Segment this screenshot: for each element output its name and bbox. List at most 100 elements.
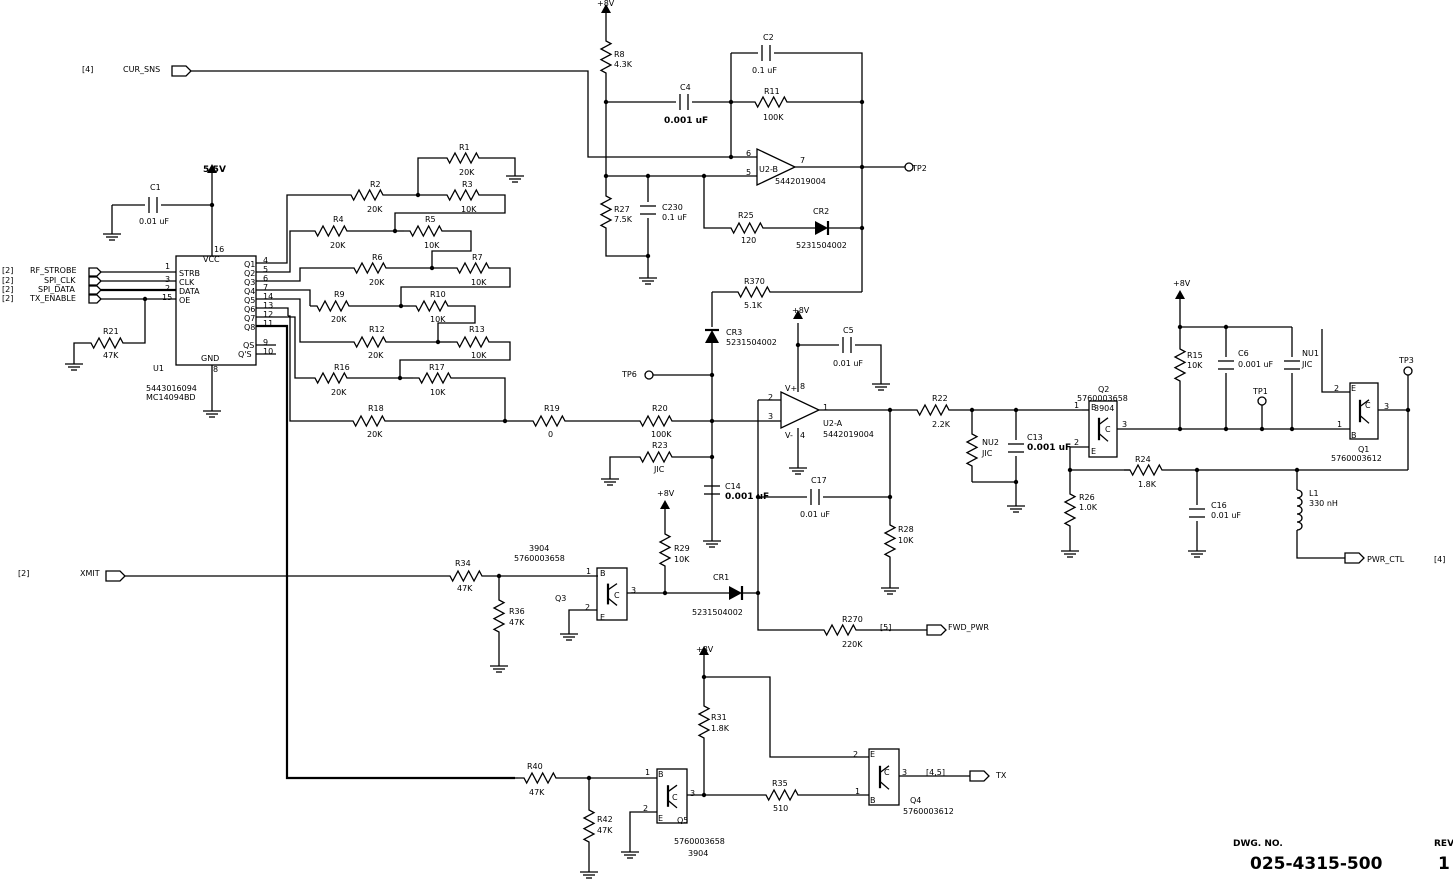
r31-ref: R31 xyxy=(711,713,727,722)
junction-dot xyxy=(1013,479,1019,485)
r2-val: 20K xyxy=(367,205,383,214)
c4-capacitor xyxy=(679,94,689,110)
gnd-c13 xyxy=(1007,500,1025,513)
nu1-capacitor xyxy=(1284,360,1300,370)
r11-ref: R11 xyxy=(764,87,780,96)
r26-val: 1.0K xyxy=(1079,503,1098,512)
nu2-ref: NU2 xyxy=(982,438,999,447)
junction-dot xyxy=(859,164,865,170)
input-port-0 xyxy=(88,267,102,277)
tx-port xyxy=(969,770,990,782)
r36-ref: R36 xyxy=(509,607,525,616)
rev-value: 1 xyxy=(1438,854,1450,874)
wire xyxy=(485,157,516,170)
q2-c: C xyxy=(1105,425,1111,434)
r19-val: 0 xyxy=(548,430,553,439)
c6-val: 0.001 uF xyxy=(1238,360,1274,369)
u1-pin-clk: CLK xyxy=(179,278,195,287)
components xyxy=(65,4,1413,879)
u1-vcc-pin: 16 xyxy=(214,245,224,254)
u2a-pin1: 1 xyxy=(823,403,828,412)
r7-val: 10K xyxy=(471,278,487,287)
q2-b: B xyxy=(1091,403,1097,412)
rail-8v-top: +8V xyxy=(597,0,615,8)
r20-resistor xyxy=(634,414,678,428)
r28-ref: R28 xyxy=(898,525,914,534)
r1-val: 20K xyxy=(459,168,475,177)
q1-c: C xyxy=(1365,401,1371,410)
r4-ref: R4 xyxy=(333,215,344,224)
u2b-ref: U2-B xyxy=(759,165,778,174)
spi-clk-label: SPI_CLK xyxy=(44,276,76,285)
u1-pin-q1: Q1 xyxy=(244,260,255,269)
q3-transistor xyxy=(596,567,628,621)
r270-resistor xyxy=(818,623,862,637)
r370-val: 5.1K xyxy=(744,301,763,310)
r36-val: 47K xyxy=(509,618,525,627)
q2-type: 3904 xyxy=(1094,404,1114,413)
r3-val: 10K xyxy=(461,205,477,214)
r8-resistor xyxy=(599,35,613,79)
q2-e: E xyxy=(1091,447,1096,456)
u1-pin-q7: Q7 xyxy=(244,314,255,323)
rev-label: REV xyxy=(1434,839,1453,849)
u2a-part: 5442019004 xyxy=(823,430,874,439)
r24-ref: R24 xyxy=(1135,455,1151,464)
r17-val: 10K xyxy=(430,388,446,397)
c5-val: 0.01 uF xyxy=(833,359,863,368)
wire xyxy=(256,267,348,282)
r16-val: 20K xyxy=(331,388,347,397)
q4-transistor xyxy=(868,748,900,806)
junction-dot xyxy=(709,454,715,460)
c4-val: 0.001 uF xyxy=(664,116,708,126)
u1-pin-q3: Q3 xyxy=(244,278,255,287)
fwd-pwr-label: FWD_PWR xyxy=(948,623,989,632)
gnd-q5 xyxy=(621,846,639,859)
r13-val: 10K xyxy=(471,351,487,360)
r27-val: 7.5K xyxy=(614,215,633,224)
r16-resistor xyxy=(309,371,353,385)
r3-ref: R3 xyxy=(462,180,473,189)
r21-resistor xyxy=(85,336,129,350)
r7-resistor xyxy=(451,261,495,275)
q5-pin2: 2 xyxy=(643,804,648,813)
r17-resistor xyxy=(413,371,457,385)
cur-sns-port xyxy=(171,65,192,77)
r5-ref: R5 xyxy=(425,215,436,224)
r40-ref: R40 xyxy=(527,762,543,771)
q1-b: B xyxy=(1351,431,1357,440)
l1-val: 330 nH xyxy=(1309,499,1338,508)
dwg-no-label: DWG. NO. xyxy=(1233,839,1283,849)
u1-pinnum-4: 4 xyxy=(263,256,268,265)
wire xyxy=(609,456,634,473)
c13-capacitor xyxy=(1008,443,1024,453)
r12-ref: R12 xyxy=(369,325,385,334)
q1-pin1: 1 xyxy=(1337,420,1342,429)
junction-dot xyxy=(502,418,508,424)
tp1-testpoint xyxy=(1257,396,1267,406)
r5-resistor xyxy=(404,224,448,238)
u2a-ref: U2-A xyxy=(823,419,843,428)
q1-pin2: 2 xyxy=(1334,384,1339,393)
junction-dot xyxy=(795,342,801,348)
tp6-testpoint xyxy=(644,370,654,380)
wire xyxy=(1296,530,1345,559)
r370-ref: R370 xyxy=(744,277,765,286)
cr1-diode xyxy=(729,586,744,600)
wire xyxy=(400,267,511,306)
u1-pinnum-3: 3 xyxy=(165,275,170,284)
r35-ref: R35 xyxy=(772,779,788,788)
r2-ref: R2 xyxy=(370,180,381,189)
q1-ref: Q1 xyxy=(1358,445,1369,454)
q5-e: E xyxy=(658,814,663,823)
r270-val: 220K xyxy=(842,640,863,649)
tp2-label: TP2 xyxy=(911,164,927,173)
r20-ref: R20 xyxy=(652,404,668,413)
gnd-q3 xyxy=(560,628,578,641)
cur-sns-ref: [4] xyxy=(82,65,93,74)
q5-b: B xyxy=(658,770,664,779)
r18-val: 20K xyxy=(367,430,383,439)
u1-pin-q6: Q6 xyxy=(244,305,255,314)
c230-ref: C230 xyxy=(662,203,683,212)
